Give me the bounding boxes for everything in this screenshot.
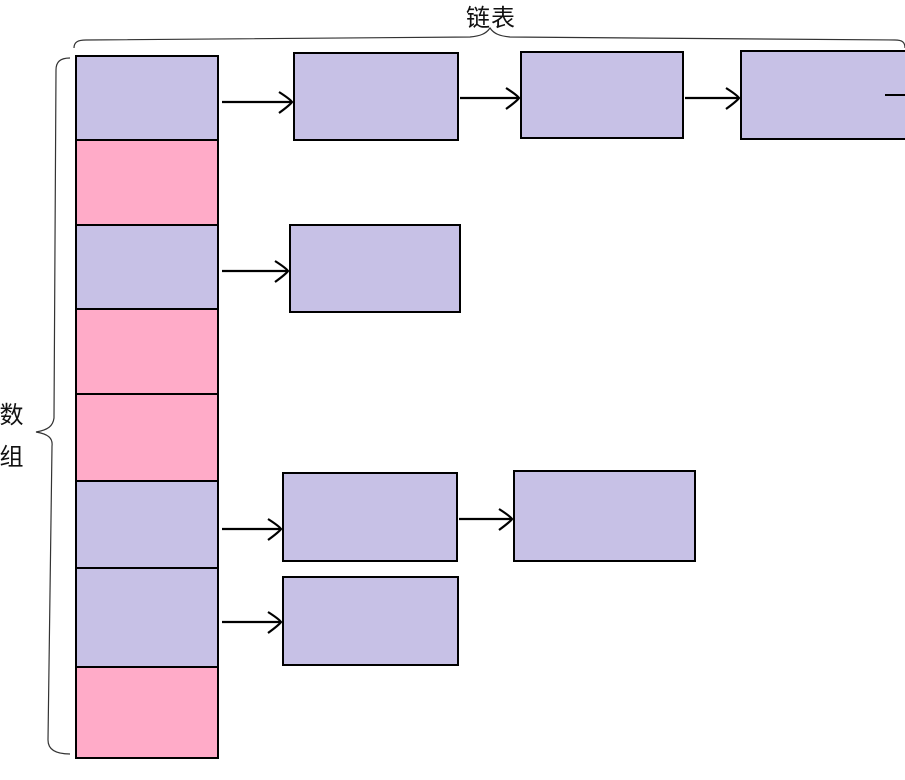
- linked-list-node: [520, 51, 684, 139]
- linked-list-node: [513, 470, 696, 562]
- array-slot-occupied: [75, 224, 219, 310]
- linked-list-node: [282, 576, 459, 666]
- linked-list-brace: [73, 26, 905, 49]
- array-brace: [35, 57, 71, 755]
- linked-list-node: [293, 52, 459, 141]
- array-slot-occupied: [75, 55, 219, 141]
- arrow-head: [278, 91, 294, 114]
- arrow-head: [498, 508, 514, 531]
- array-label: 数组: [0, 402, 23, 486]
- linked-list-node: [282, 472, 458, 562]
- linked-list-label: 链表: [466, 4, 516, 32]
- array-slot-empty: [75, 393, 219, 482]
- arrow-head: [267, 518, 283, 541]
- array-slot-empty: [75, 308, 219, 395]
- array-slot-empty: [75, 139, 219, 226]
- arrow-head: [725, 87, 741, 110]
- array-slot-occupied: [75, 480, 219, 569]
- array-slot-empty: [75, 666, 219, 759]
- linked-list-node: [740, 50, 905, 140]
- linked-list-node: [289, 224, 461, 313]
- arrow-head: [267, 611, 283, 634]
- arrow-head: [505, 87, 521, 110]
- array-slot-occupied: [75, 567, 219, 668]
- arrow-head: [274, 260, 290, 283]
